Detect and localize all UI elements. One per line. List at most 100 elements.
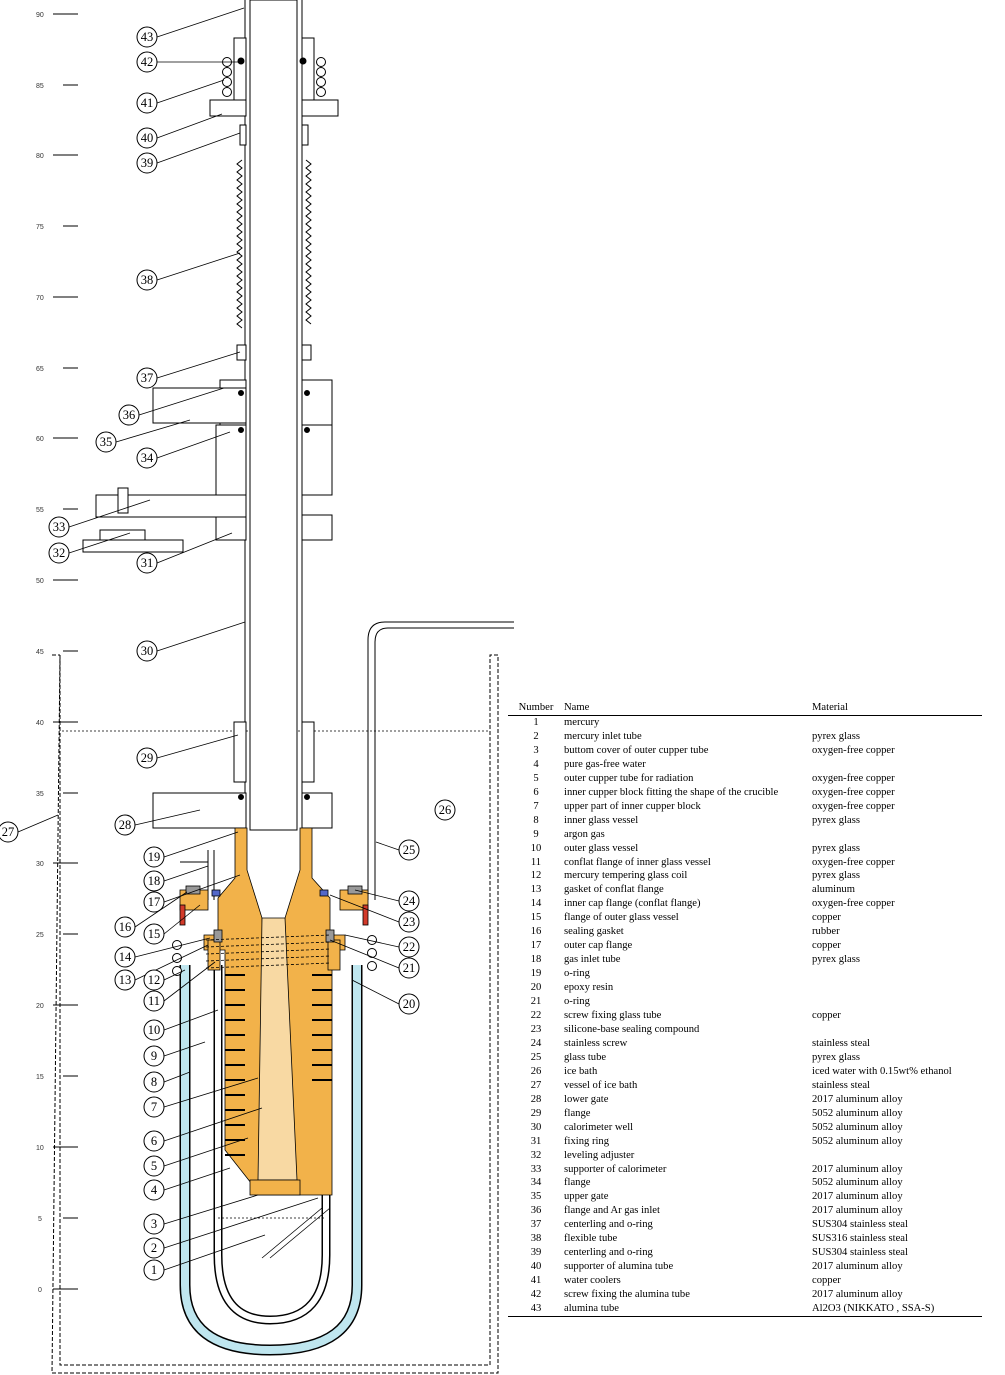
part-number: 7: [533, 800, 539, 812]
svg-text:20: 20: [403, 997, 416, 1011]
part-name: flange of outer glass vessel: [564, 912, 679, 924]
callout-37: 37: [136, 351, 241, 389]
part-material: copper: [812, 1275, 841, 1287]
part-material: 5052 aluminum alloy: [812, 1107, 903, 1119]
svg-text:3: 3: [151, 1217, 157, 1231]
part-number: 4: [533, 758, 539, 770]
scale-tick: 55: [36, 507, 78, 514]
svg-text:14: 14: [119, 950, 132, 964]
callout-32: 32: [48, 532, 131, 564]
part-name: screw fixing glass tube: [564, 1010, 662, 1022]
svg-text:42: 42: [141, 55, 154, 69]
svg-text:65: 65: [36, 366, 44, 373]
scale-tick: 70: [36, 295, 78, 302]
part-name: centerling and o-ring: [564, 1247, 653, 1259]
scale-tick: 5: [38, 1216, 78, 1223]
part-name: calorimeter well: [564, 1121, 634, 1133]
part-number: 22: [530, 1010, 542, 1022]
part-material: oxygen-free copper: [812, 898, 895, 910]
scale-tick: 90: [36, 12, 78, 19]
svg-text:7: 7: [151, 1100, 157, 1114]
callout-42: 42: [136, 51, 238, 73]
part-material: stainless steal: [812, 1079, 870, 1091]
part-name: centerling and o-ring: [564, 1219, 653, 1231]
part-material: 5052 aluminum alloy: [812, 1177, 903, 1189]
part-number: 37: [530, 1219, 542, 1231]
svg-text:45: 45: [36, 649, 44, 656]
part-name: o-ring: [564, 968, 590, 980]
part-name: inner cap flange (conflat flange): [564, 898, 701, 910]
svg-text:28: 28: [119, 818, 132, 832]
callout-6: 6: [143, 1107, 263, 1152]
callout-19: 19: [143, 831, 239, 868]
callout-10: 10: [143, 1009, 219, 1041]
svg-text:25: 25: [403, 843, 416, 857]
callout-14: 14: [114, 937, 211, 968]
part-number: 25: [530, 1051, 542, 1063]
svg-text:27: 27: [2, 825, 15, 839]
table-row: 24 stainless screw stainless steal: [508, 1037, 982, 1051]
callout-30: 30: [136, 621, 246, 662]
svg-text:5: 5: [151, 1159, 157, 1173]
svg-text:50: 50: [36, 578, 44, 585]
callout-24: 24: [354, 889, 420, 912]
part-name: water coolers: [564, 1275, 621, 1287]
part-number: 12: [530, 870, 542, 882]
svg-text:33: 33: [53, 520, 66, 534]
part-name: flange: [564, 1107, 591, 1119]
part-material: [812, 716, 982, 730]
part-material: oxygen-free copper: [812, 772, 895, 784]
table-row: 20 epoxy resin: [508, 981, 982, 995]
part-name: epoxy resin: [564, 982, 614, 994]
part-name: outer cupper tube for radiation: [564, 772, 694, 784]
part-name: argon gas: [564, 828, 605, 840]
part-number: 20: [530, 982, 542, 994]
svg-text:35: 35: [36, 791, 44, 798]
part-number: 5: [533, 772, 539, 784]
part-material: stainless steal: [812, 1037, 870, 1049]
part-number: 10: [530, 842, 542, 854]
svg-text:30: 30: [36, 861, 44, 868]
part-material: aluminum: [812, 884, 855, 896]
part-number: 39: [530, 1247, 542, 1259]
callout-15: 15: [143, 904, 201, 945]
part-name: upper gate: [564, 1191, 609, 1203]
part-name: stainless screw: [564, 1037, 628, 1049]
svg-text:12: 12: [148, 973, 161, 987]
part-name: flange and Ar gas inlet: [564, 1205, 660, 1217]
part-name: gasket of conflat flange: [564, 884, 664, 896]
part-number: 9: [533, 828, 539, 840]
scale-tick: 25: [36, 932, 78, 939]
part-number: 16: [530, 926, 542, 938]
part-material: oxygen-free copper: [812, 786, 895, 798]
part-number: 17: [530, 940, 542, 952]
part-material: 5052 aluminum alloy: [812, 1121, 903, 1133]
part-material: [812, 758, 982, 772]
callout-35: 35: [95, 419, 191, 453]
scale-tick: 65: [36, 366, 78, 373]
callout-27: 27: [0, 814, 59, 843]
part-number: 8: [533, 814, 539, 826]
svg-text:90: 90: [36, 12, 44, 19]
callout-11: 11: [143, 961, 216, 1012]
svg-text:18: 18: [148, 874, 161, 888]
part-material: pyrex glass: [812, 870, 860, 882]
callout-38: 38: [136, 252, 241, 291]
part-number: 24: [530, 1037, 542, 1049]
mercury-coil: [205, 934, 331, 969]
svg-text:29: 29: [141, 751, 154, 765]
